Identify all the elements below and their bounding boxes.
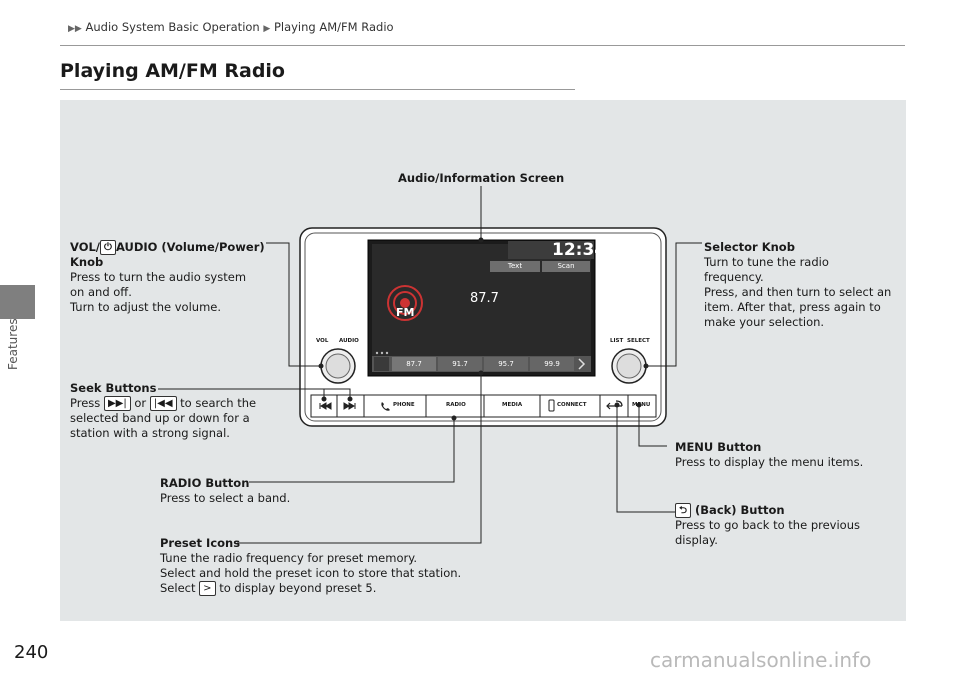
watermark: carmanualsonline.info [650, 648, 872, 672]
callout-menu: MENU Button Press to display the menu it… [675, 440, 864, 469]
seek-back-icon [319, 402, 332, 410]
callout-vol: VOL/⏻AUDIO (Volume/Power) Knob Press to … [70, 240, 265, 314]
page-number: 240 [14, 642, 49, 663]
back-icon: ⮌ [675, 503, 692, 518]
preset-more-icon [578, 358, 586, 370]
screen-frequency: 87.7 [470, 291, 499, 306]
screen-band: FM [396, 306, 415, 319]
list-label: LIST [610, 338, 624, 344]
callout-seek: Seek Buttons Press ▶▶| or |◀◀ to search … [70, 381, 257, 440]
connect-icon [548, 399, 555, 412]
seek-back-icon: |◀◀ [149, 396, 177, 411]
text-button [490, 261, 540, 272]
title-underline [60, 89, 575, 90]
breadcrumb-arrow-icon: ▶ [263, 24, 271, 34]
breadcrumb-arrow-icon: ▶▶ [68, 24, 82, 34]
preset-label-4[interactable]: 99.9 [544, 360, 560, 368]
preset-label-1[interactable]: 87.7 [406, 360, 422, 368]
radio-button[interactable]: RADIO [446, 402, 466, 408]
screen-scan-button[interactable]: Scan [557, 262, 575, 270]
status-bar [508, 241, 594, 259]
header-divider [60, 45, 905, 46]
fm-icon [400, 298, 410, 308]
back-icon [606, 402, 622, 410]
callout-selector: Selector Knob Turn to tune the radio fre… [704, 240, 892, 329]
select-label: SELECT [627, 338, 650, 344]
preset-icon-4 [530, 357, 574, 371]
audio-label: AUDIO [339, 338, 359, 344]
seek-forward-icon: ▶▶| [103, 396, 131, 411]
preset-label-3[interactable]: 95.7 [498, 360, 514, 368]
chevron-right-icon: > [199, 581, 216, 596]
menu-button[interactable]: MENU [632, 402, 651, 408]
screen-text-button[interactable]: Text [507, 262, 523, 270]
callout-screen-title: Audio/Information Screen [398, 171, 565, 185]
seek-forward-icon [343, 402, 356, 410]
phone-icon [381, 402, 390, 411]
callout-radio: RADIO Button Press to select a band. [160, 476, 291, 505]
bezel-inner [304, 232, 662, 422]
preset-icon-3 [484, 357, 528, 371]
callout-preset: Preset Icons Tune the radio frequency fo… [160, 536, 462, 596]
power-icon: ⏻ [100, 240, 116, 255]
leader-lines [158, 186, 702, 544]
breadcrumb: ▶▶ Audio System Basic Operation ▶ Playin… [68, 20, 394, 34]
vol-label: VOL [316, 338, 329, 344]
callout-back-title: ⮌ (Back) Button [675, 503, 785, 518]
preset-icon-1 [392, 357, 436, 371]
preset-icon-2 [438, 357, 482, 371]
side-tab-marker [0, 285, 35, 319]
screen-time: 12:34 [552, 240, 607, 260]
media-button[interactable]: MEDIA [502, 402, 523, 408]
breadcrumb-part-2[interactable]: Playing AM/FM Radio [273, 20, 394, 34]
preset-label-2[interactable]: 91.7 [452, 360, 468, 368]
fm-icon-ring [387, 285, 423, 321]
callout-back: ⮌ (Back) Button Press to go back to the … [675, 503, 860, 547]
page-title: Playing AM/FM Radio [60, 60, 285, 82]
breadcrumb-part-1[interactable]: Audio System Basic Operation [85, 20, 260, 34]
callout-vol-title: VOL/⏻AUDIO (Volume/Power) [70, 240, 265, 255]
scan-button [542, 261, 590, 272]
phone-button[interactable]: PHONE [393, 402, 415, 408]
connect-button[interactable]: CONNECT [557, 402, 587, 408]
